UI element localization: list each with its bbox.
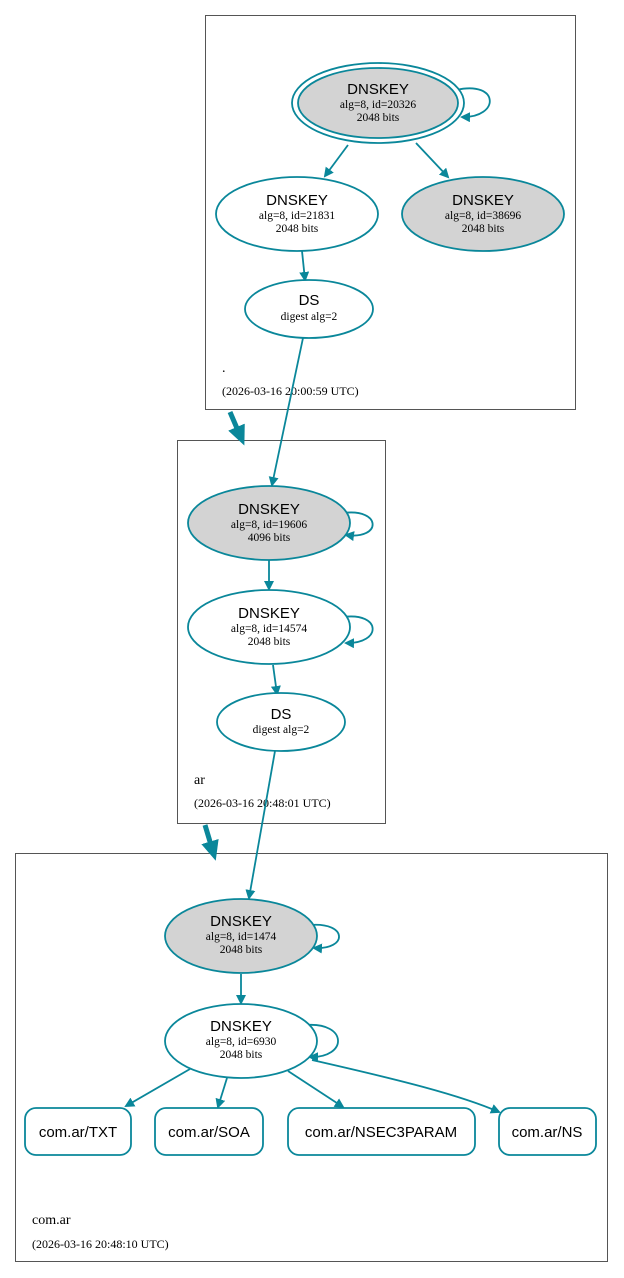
dnskey-node-comar-ksk[interactable]: DNSKEY alg=8, id=1474 2048 bits <box>164 898 318 974</box>
edge-comar-ksk-self <box>309 924 340 954</box>
dnskey-node-ar-ksk[interactable]: DNSKEY alg=8, id=19606 4096 bits <box>187 485 351 561</box>
rrset-node-nsec3param[interactable]: com.ar/NSEC3PARAM <box>287 1107 476 1156</box>
node-title: DNSKEY <box>238 605 300 622</box>
node-detail: digest alg=2 <box>253 724 310 736</box>
edge-ar-ksk-self <box>342 511 374 542</box>
node-detail: 2048 bits <box>220 944 263 956</box>
delegation-arrow-root-ar <box>227 411 245 446</box>
dnskey-node-root-ksk[interactable]: DNSKEY alg=8, id=20326 2048 bits <box>291 62 465 144</box>
node-detail: 2048 bits <box>220 1049 263 1061</box>
delegation-arrow-ar-comar <box>201 824 219 861</box>
node-title: DNSKEY <box>347 81 409 98</box>
ds-node-ar[interactable]: DS digest alg=2 <box>216 692 346 752</box>
zone-comar-timestamp: (2026-03-16 20:48:10 UTC) <box>32 1237 169 1251</box>
node-detail: alg=8, id=1474 <box>206 931 277 943</box>
rrset-node-ns[interactable]: com.ar/NS <box>498 1107 597 1156</box>
edge-comar-zsk-to-ns <box>311 1059 501 1114</box>
dnskey-node-comar-zsk[interactable]: DNSKEY alg=8, id=6930 2048 bits <box>164 1003 318 1079</box>
node-detail: alg=8, id=20326 <box>340 99 416 111</box>
rrset-label: com.ar/NS <box>512 1124 583 1141</box>
rrset-label: com.ar/SOA <box>168 1124 250 1141</box>
edge-root-ksk-to-k3 <box>415 142 450 179</box>
rrset-label: com.ar/TXT <box>39 1124 117 1141</box>
edge-comar-zsk-self <box>305 1024 339 1063</box>
node-title: DS <box>271 706 292 723</box>
node-title: DNSKEY <box>238 501 300 518</box>
node-title: DNSKEY <box>210 913 272 930</box>
edge-ar-zsk-to-ds <box>270 664 281 696</box>
zone-ar-timestamp: (2026-03-16 20:48:01 UTC) <box>194 796 331 810</box>
dnskey-node-root-zsk[interactable]: DNSKEY alg=8, id=21831 2048 bits <box>215 176 379 252</box>
edge-comar-zsk-to-nsec3param <box>287 1070 345 1109</box>
rrset-node-txt[interactable]: com.ar/TXT <box>24 1107 132 1156</box>
rrset-node-soa[interactable]: com.ar/SOA <box>154 1107 264 1156</box>
edge-ar-ds-to-comar-ksk <box>245 750 276 900</box>
dnskey-node-ar-zsk[interactable]: DNSKEY alg=8, id=14574 2048 bits <box>187 589 351 665</box>
node-title: DNSKEY <box>210 1018 272 1035</box>
edge-ar-zsk-self <box>342 615 374 649</box>
zone-ar-name: ar <box>194 773 205 788</box>
node-detail: 2048 bits <box>248 636 291 648</box>
edge-root-zsk-to-ds <box>299 250 310 282</box>
dnskey-node-root-38696[interactable]: DNSKEY alg=8, id=38696 2048 bits <box>401 176 565 252</box>
zone-comar-name: com.ar <box>32 1213 71 1228</box>
node-detail: 2048 bits <box>357 112 400 124</box>
edge-comar-zsk-to-soa <box>215 1077 228 1109</box>
node-detail: alg=8, id=14574 <box>231 623 307 635</box>
rrset-label: com.ar/NSEC3PARAM <box>305 1124 457 1141</box>
node-title: DS <box>299 292 320 309</box>
edge-root-ksk-self <box>455 87 491 123</box>
node-detail: alg=8, id=38696 <box>445 210 521 222</box>
node-detail: alg=8, id=6930 <box>206 1036 277 1048</box>
node-title: DNSKEY <box>452 192 514 209</box>
edge-root-ds-to-ar-ksk <box>268 337 304 487</box>
node-title: DNSKEY <box>266 192 328 209</box>
node-detail: 4096 bits <box>248 532 291 544</box>
zone-root-timestamp: (2026-03-16 20:00:59 UTC) <box>222 384 359 398</box>
node-detail: digest alg=2 <box>281 311 338 323</box>
node-detail: 2048 bits <box>462 223 505 235</box>
node-detail: alg=8, id=19606 <box>231 519 307 531</box>
edge-comar-zsk-to-txt <box>124 1068 191 1108</box>
node-detail: 2048 bits <box>276 223 319 235</box>
ds-node-root[interactable]: DS digest alg=2 <box>244 279 374 339</box>
zone-root-name: . <box>222 361 226 376</box>
node-detail: alg=8, id=21831 <box>259 210 335 222</box>
edge-root-ksk-to-zsk <box>323 144 349 178</box>
